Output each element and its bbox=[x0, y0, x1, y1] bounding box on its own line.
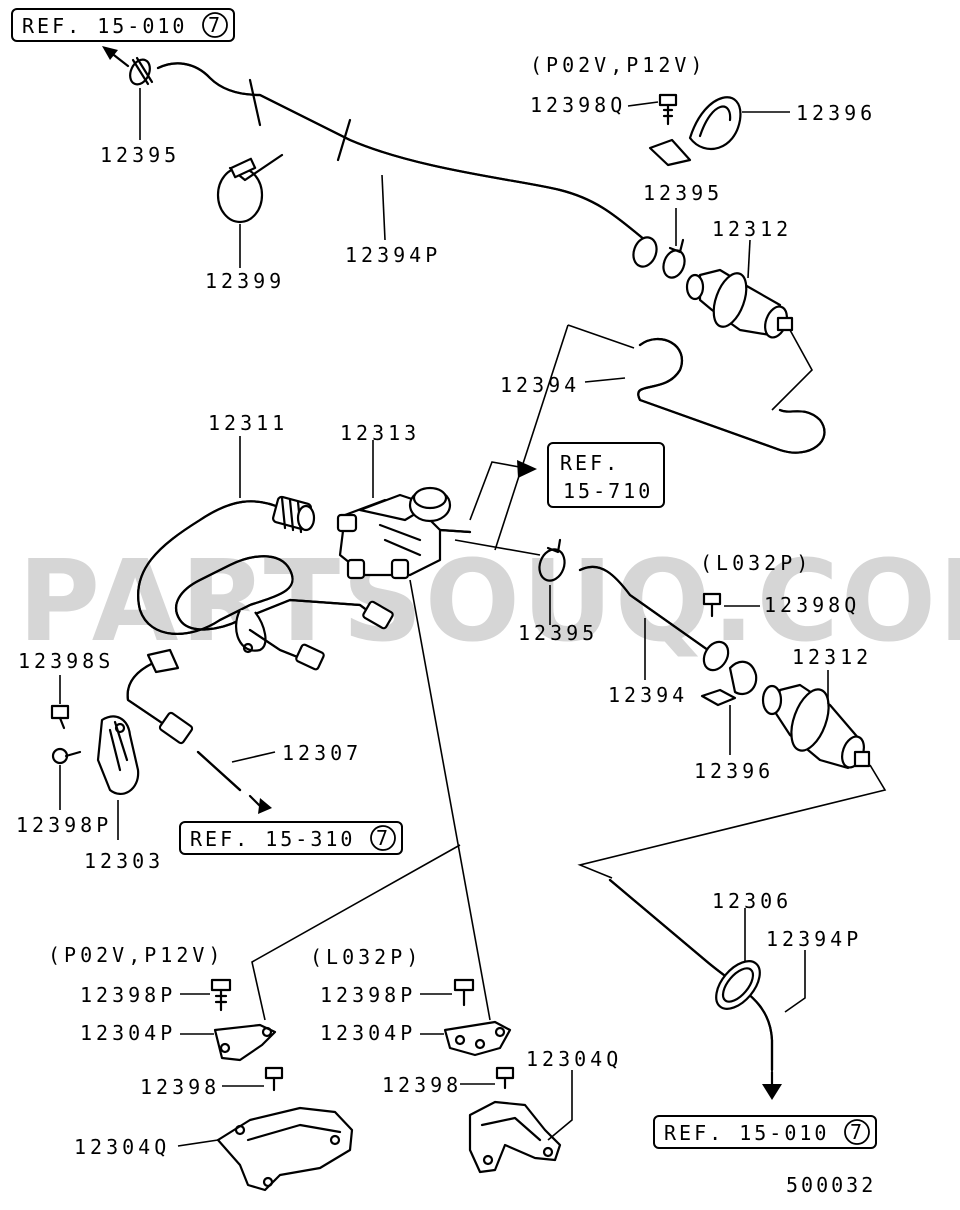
label-12399: 12399 bbox=[205, 269, 285, 293]
variant-p02v-top: (P02V,P12V) bbox=[530, 53, 706, 77]
ref-box-bottom-right[interactable]: REF. 15-010 7 bbox=[653, 1115, 877, 1149]
svg-text:7: 7 bbox=[376, 826, 391, 850]
fuel-pipe-lower bbox=[126, 648, 194, 745]
bolt-12398Q-top bbox=[658, 93, 678, 126]
fuel-filter-12312-mid bbox=[761, 683, 871, 770]
svg-text:REF.: REF. bbox=[560, 451, 620, 475]
variant-l032p-bottom: (L032P) bbox=[310, 945, 422, 969]
label-12307: 12307 bbox=[282, 741, 362, 765]
label-12398-b1: 12398 bbox=[140, 1075, 220, 1099]
bolt-12398P-b1 bbox=[210, 978, 232, 1012]
svg-text:REF. 15-010: REF. 15-010 bbox=[22, 14, 187, 38]
bracket-12303 bbox=[96, 715, 140, 795]
diagram-id: 500032 bbox=[786, 1173, 876, 1197]
pipe-12307 bbox=[196, 750, 272, 814]
hose-12394P-upper bbox=[156, 62, 658, 268]
label-12311: 12311 bbox=[208, 411, 288, 435]
svg-text:7: 7 bbox=[850, 1120, 865, 1144]
label-12398S: 12398S bbox=[18, 649, 114, 673]
ref-box-lower-left[interactable]: REF. 15-310 7 bbox=[179, 821, 403, 855]
fuel-pressure-regulator-12313 bbox=[336, 486, 541, 580]
label-12398Q-mid: 12398Q bbox=[764, 593, 860, 617]
bracket-12304P-b2 bbox=[443, 1020, 512, 1057]
label-12304Q-b1: 12304Q bbox=[74, 1135, 170, 1159]
label-12394P-top: 12394P bbox=[345, 243, 441, 267]
bolt-12398-b2 bbox=[495, 1066, 515, 1090]
bracket-12304Q-b2 bbox=[468, 1100, 562, 1174]
label-12396-mid: 12396 bbox=[694, 759, 774, 783]
fuel-pipe-12311 bbox=[137, 495, 394, 671]
fuel-filter-12312-top bbox=[685, 268, 794, 339]
label-12313: 12313 bbox=[340, 421, 420, 445]
arrow-up-left-icon bbox=[102, 46, 130, 68]
label-12394-mid: 12394 bbox=[608, 683, 688, 707]
bracket-12396-top bbox=[648, 96, 742, 167]
label-12398P-b2: 12398P bbox=[320, 983, 416, 1007]
label-12398Q-top: 12398Q bbox=[530, 93, 626, 117]
label-12398-b2: 12398 bbox=[382, 1073, 462, 1097]
arrow-right-icon bbox=[469, 460, 537, 521]
label-12398P-b1: 12398P bbox=[80, 983, 176, 1007]
variant-l032p-mid: (L032P) bbox=[700, 551, 812, 575]
ref-box-mid[interactable]: REF. 15-710 bbox=[547, 442, 665, 508]
svg-text:7: 7 bbox=[208, 13, 223, 37]
svg-text:15-710: 15-710 bbox=[563, 479, 653, 503]
bracket-12304P-b1 bbox=[213, 1023, 277, 1062]
hose-clamp-12395-c bbox=[538, 538, 566, 582]
hose-12394-loop bbox=[637, 337, 826, 454]
label-12395-c: 12395 bbox=[518, 621, 598, 645]
hose-clamp-12399 bbox=[216, 153, 284, 224]
label-12394-top: 12394 bbox=[500, 373, 580, 397]
svg-text:REF. 15-310: REF. 15-310 bbox=[190, 827, 355, 851]
label-12396-top: 12396 bbox=[796, 101, 876, 125]
bracket-12396-mid bbox=[700, 660, 758, 707]
hose-12394P-lower bbox=[608, 878, 774, 1072]
label-12312-mid: 12312 bbox=[792, 645, 872, 669]
hose-clamp-12395-b bbox=[662, 238, 686, 279]
hose-12394-mid bbox=[578, 565, 730, 672]
label-12398P-left: 12398P bbox=[16, 813, 112, 837]
bolt-12398-b1 bbox=[264, 1066, 284, 1092]
bolt-12398P-b2 bbox=[453, 978, 475, 1007]
bolt-12398P-left bbox=[51, 747, 82, 765]
hose-clamp-12395-a bbox=[129, 56, 154, 86]
watermark: PARTSOUQ.COM bbox=[18, 537, 960, 667]
arrow-down-icon bbox=[762, 1070, 782, 1100]
label-12303: 12303 bbox=[84, 849, 164, 873]
label-12395-b: 12395 bbox=[643, 181, 723, 205]
label-12395-a: 12395 bbox=[100, 143, 180, 167]
label-12304Q-b2: 12304Q bbox=[526, 1047, 622, 1071]
label-12304P-b2: 12304P bbox=[320, 1021, 416, 1045]
bolt-12398S bbox=[50, 704, 70, 730]
label-12312-top: 12312 bbox=[712, 217, 792, 241]
bolt-12398Q-mid bbox=[702, 592, 722, 618]
bracket-12304Q-b1 bbox=[216, 1106, 354, 1192]
label-12304P-b1: 12304P bbox=[80, 1021, 176, 1045]
variant-p02v-bottom: (P02V,P12V) bbox=[48, 943, 224, 967]
label-12306: 12306 bbox=[712, 889, 792, 913]
label-12394P-bot: 12394P bbox=[766, 927, 862, 951]
ref-box-top-left[interactable]: REF. 15-010 7 bbox=[11, 8, 235, 42]
svg-text:REF. 15-010: REF. 15-010 bbox=[664, 1121, 829, 1145]
